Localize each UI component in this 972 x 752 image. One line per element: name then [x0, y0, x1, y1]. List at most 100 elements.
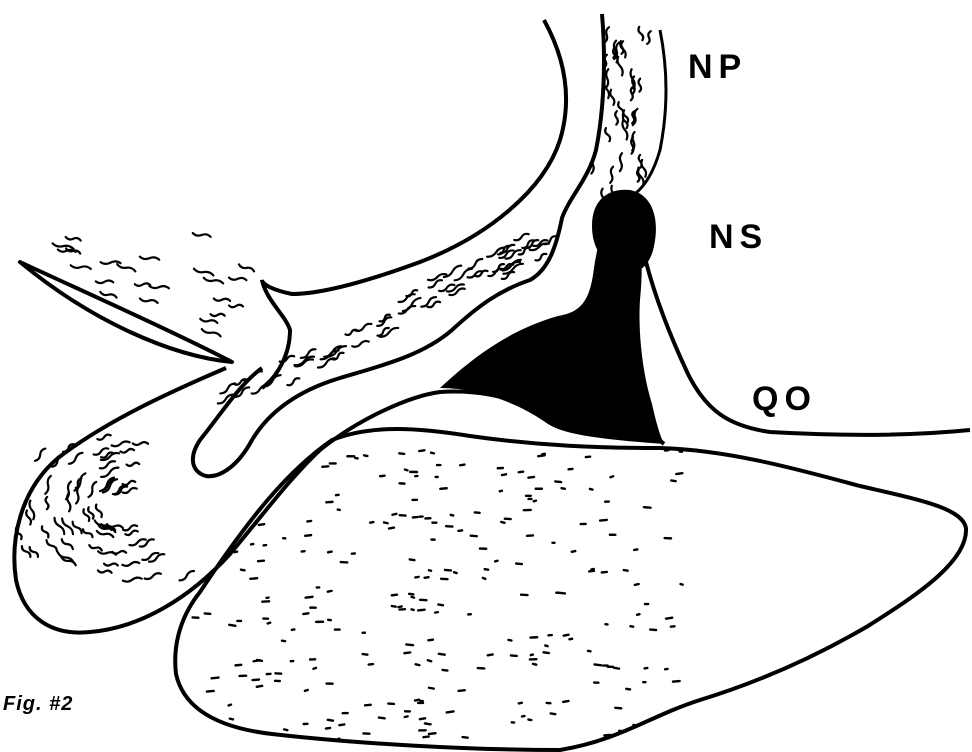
- fiber-stroke: [100, 292, 116, 298]
- fiber-stroke: [66, 237, 81, 241]
- stipple-dot: [416, 664, 420, 665]
- stipple-dot: [418, 610, 425, 611]
- fiber-stroke: [135, 283, 150, 286]
- fiber-stroke: [647, 31, 651, 44]
- fiber-stroke: [122, 488, 136, 493]
- stipple-dot: [207, 691, 214, 692]
- stipple-dot: [435, 612, 438, 613]
- stipple-dot: [595, 664, 602, 665]
- stipple-dot: [626, 689, 630, 690]
- stipple-dot: [502, 474, 506, 475]
- stipple-dot: [303, 613, 308, 614]
- stipple-dot: [241, 570, 245, 571]
- fiber-stroke: [621, 41, 623, 54]
- stipple-dot: [380, 476, 385, 477]
- fiber-stroke: [112, 551, 126, 554]
- stipple-dot: [519, 472, 523, 473]
- stipple-dot: [230, 719, 233, 720]
- stipple-dot: [630, 626, 633, 627]
- stipple-dot: [500, 491, 502, 492]
- stipple-dot: [614, 668, 619, 669]
- stipple-dot: [528, 477, 534, 478]
- stipple-dot: [429, 688, 434, 689]
- stipple-dot: [508, 640, 511, 641]
- stipple-dot: [326, 728, 330, 729]
- stipple-dot: [306, 597, 313, 598]
- stipple-dot: [519, 703, 522, 704]
- stipple-dot: [392, 595, 397, 596]
- stipple-dot: [483, 578, 485, 579]
- fiber-stroke: [352, 341, 368, 347]
- stipple-dot: [429, 733, 436, 734]
- stipple-dot: [544, 652, 549, 653]
- stipple-dot: [328, 591, 332, 592]
- stipple-dot: [681, 584, 683, 585]
- fiber-stroke: [42, 526, 49, 537]
- stipple-dot: [250, 578, 257, 579]
- stipple-dot: [624, 570, 628, 571]
- fiber-stroke: [211, 314, 225, 316]
- stipple-dot: [589, 571, 594, 572]
- stipple-dot: [531, 655, 533, 656]
- stipple-dot: [563, 701, 568, 702]
- fiber-stroke: [639, 79, 642, 92]
- stipple-dot: [459, 690, 465, 691]
- stipple-dot: [268, 623, 271, 624]
- fiber-stroke: [620, 153, 622, 171]
- stipple-dot: [528, 720, 531, 721]
- stipple-dot: [398, 606, 401, 607]
- fiber-stroke: [73, 522, 82, 533]
- stipple-dot: [409, 594, 413, 595]
- stipple-dot: [644, 507, 651, 508]
- fiber-stroke: [100, 461, 115, 468]
- stipple-dot: [645, 668, 648, 669]
- stipple-dot: [604, 735, 610, 736]
- stipple-dot: [495, 561, 497, 562]
- stipple-dot: [551, 713, 556, 714]
- stipple-dot: [634, 549, 637, 550]
- label-ns: NS: [709, 220, 768, 254]
- fiber-stroke: [122, 562, 139, 566]
- fiber-stroke: [117, 264, 135, 271]
- stipple-dot: [364, 455, 367, 456]
- fiber-stroke: [345, 330, 357, 335]
- stipple-dot: [328, 720, 333, 721]
- stipple-dot: [370, 522, 373, 523]
- stipple-dot: [619, 731, 626, 732]
- fiber-stroke: [149, 286, 169, 288]
- stipple-dot: [410, 559, 415, 560]
- stipple-dot: [671, 480, 675, 481]
- stipple-dot: [339, 724, 344, 725]
- stipple-dot: [259, 524, 264, 525]
- fiber-stroke: [47, 540, 58, 551]
- stipple-dot: [555, 481, 561, 482]
- fiber-stroke: [632, 76, 634, 93]
- fiber-stroke: [123, 578, 142, 582]
- fiber-stroke: [202, 329, 221, 336]
- stipple-dot: [637, 614, 639, 615]
- fiber-stroke: [605, 128, 610, 141]
- fiber-stroke: [97, 435, 110, 440]
- fiber-stroke: [26, 511, 31, 525]
- stipple-dot: [463, 737, 468, 738]
- fiber-stroke: [30, 501, 35, 520]
- fiber-stroke: [638, 27, 643, 40]
- stipple-dot: [558, 593, 565, 594]
- stipple-dot: [447, 711, 454, 712]
- fiber-stroke: [239, 264, 254, 271]
- stipple-dot: [392, 514, 396, 515]
- stipple-dot: [420, 718, 425, 719]
- stipple-dot: [591, 569, 593, 570]
- stipple-dot: [564, 635, 569, 636]
- stipple-dot: [569, 639, 572, 640]
- stipple-dot: [428, 660, 431, 661]
- stipple-dot: [610, 476, 613, 477]
- fiber-stroke: [399, 306, 415, 314]
- label-qo: QO: [752, 382, 817, 416]
- fiber-stroke: [618, 102, 623, 115]
- fiber-stroke: [214, 299, 230, 301]
- stipple-dot: [212, 678, 219, 679]
- stipple-dot: [439, 654, 445, 655]
- fiber-stroke: [287, 378, 299, 385]
- fiber-stroke: [45, 476, 51, 494]
